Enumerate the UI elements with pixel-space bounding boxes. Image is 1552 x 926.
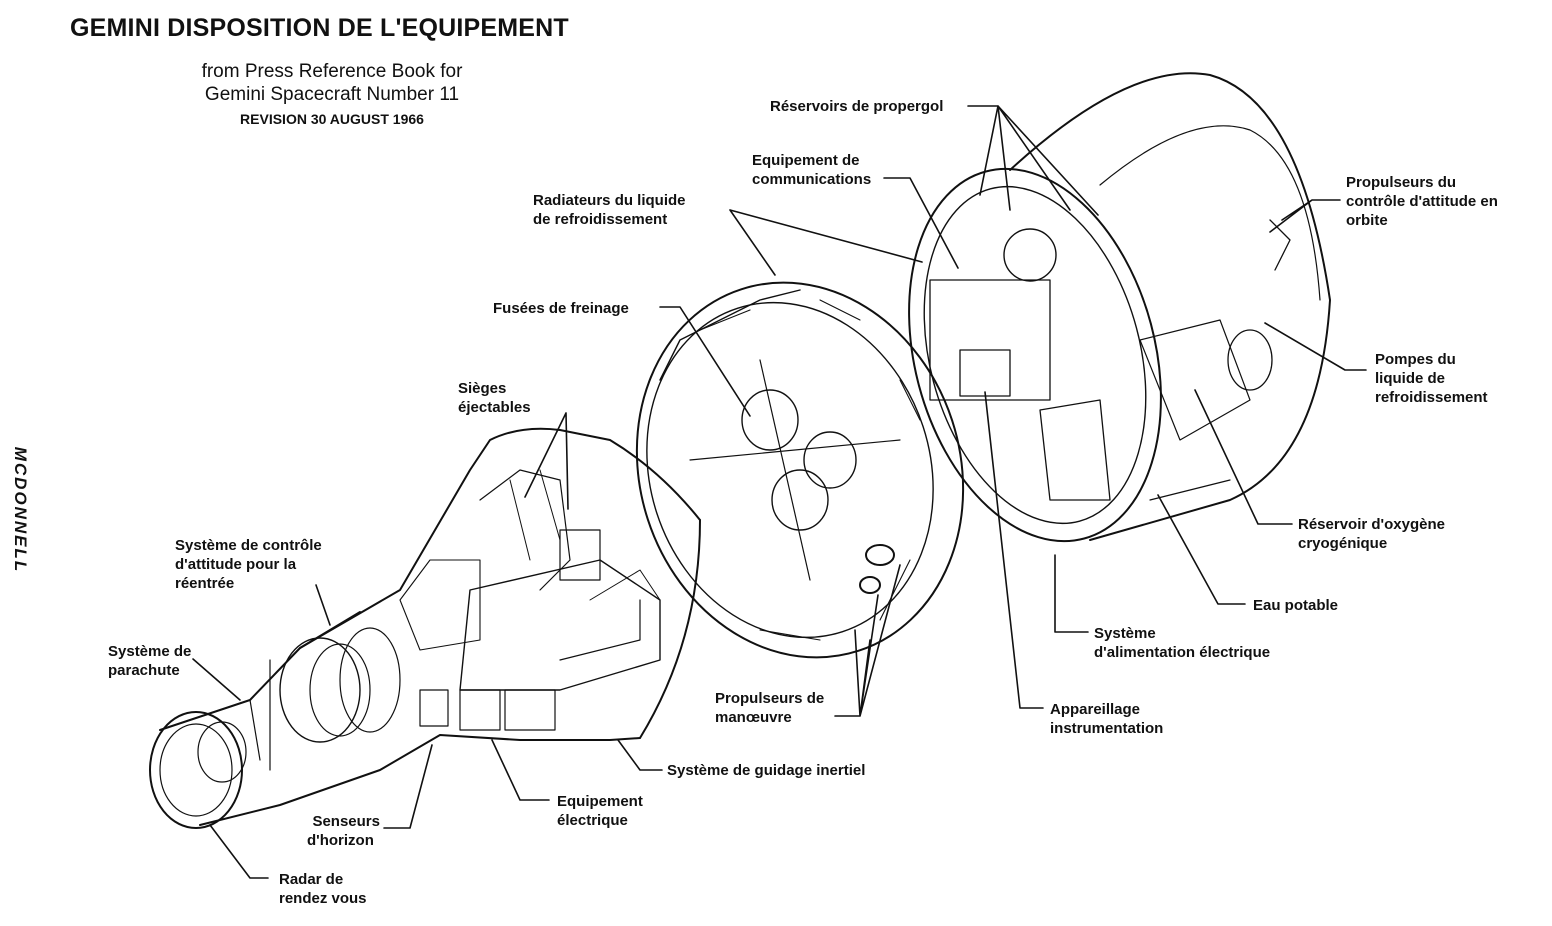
label-radiateurs: Radiateurs du liquide de refroidissement: [533, 191, 686, 229]
label-reservoir-oxygene: Réservoir d'oxygène cryogénique: [1298, 515, 1445, 553]
revision-note: REVISION 30 AUGUST 1966: [240, 111, 424, 127]
label-line: liquide de: [1375, 370, 1446, 387]
subtitle-line-2: Gemini Spacecraft Number 11: [204, 84, 460, 105]
label-propulseurs-manoeuvre: Propulseurs de manœuvre: [715, 689, 824, 727]
page-title: GEMINI DISPOSITION DE L'EQUIPEMENT: [70, 14, 569, 42]
label-reservoirs-propergol: Réservoirs de propergol: [770, 97, 943, 116]
label-radar: Radar de rendez vous: [279, 870, 367, 908]
reentry-module: [149, 427, 701, 829]
label-parachute: Système de parachute: [108, 642, 191, 680]
label-line: d'alimentation électrique: [1094, 644, 1271, 661]
label-line: parachute: [108, 662, 180, 679]
subtitle: from Press Reference Book for Gemini Spa…: [182, 60, 482, 106]
label-line: manœuvre: [715, 709, 792, 726]
label-line: Eau potable: [1253, 597, 1339, 614]
label-sieges-ejectables: Sièges éjectables: [458, 379, 531, 417]
label-line: Radar de: [279, 871, 344, 888]
label-line: rendez vous: [279, 890, 367, 907]
label-line: Appareillage: [1050, 701, 1141, 718]
label-line: Fusées de freinage: [493, 300, 629, 317]
label-line: orbite: [1346, 212, 1388, 229]
subtitle-line-1: from Press Reference Book for: [201, 61, 463, 82]
label-line: Radiateurs du liquide: [533, 192, 686, 209]
label-line: Système de guidage inertiel: [667, 762, 866, 779]
label-propulseurs-orbite: Propulseurs du contrôle d'attitude en or…: [1346, 173, 1498, 230]
label-line: refroidissement: [1375, 389, 1488, 406]
brand-logo-text: MCDONNELL: [11, 446, 30, 574]
leader-lines: [192, 105, 1367, 879]
label-alimentation-electrique: Système d'alimentation électrique: [1094, 624, 1270, 662]
label-line: Système de: [108, 643, 192, 660]
label-guidage-inertiel: Système de guidage inertiel: [667, 761, 865, 780]
label-line: Senseurs: [312, 813, 380, 830]
label-pompes-refroidissement: Pompes du liquide de refroidissement: [1375, 350, 1488, 407]
label-line: d'horizon: [307, 832, 374, 849]
label-line: Système: [1094, 625, 1156, 642]
label-line: contrôle d'attitude en: [1346, 193, 1498, 210]
retrograde-section: [635, 281, 965, 659]
label-appareillage-instrumentation: Appareillage instrumentation: [1050, 700, 1163, 738]
label-senseurs-horizon: Senseurs d'horizon: [307, 812, 380, 850]
label-line: Propulseurs du: [1346, 174, 1457, 191]
label-line: Réservoir d'oxygène: [1298, 516, 1445, 533]
label-eau-potable: Eau potable: [1253, 596, 1338, 615]
label-line: Réservoirs de propergol: [770, 98, 944, 115]
label-line: Pompes du: [1375, 351, 1456, 368]
label-line: éjectables: [458, 399, 531, 416]
label-fusees-freinage: Fusées de freinage: [493, 299, 629, 318]
label-line: d'attitude pour la: [175, 556, 297, 573]
label-line: Equipement de: [752, 152, 860, 169]
label-line: instrumentation: [1050, 720, 1164, 737]
label-controle-reentree: Système de contrôle d'attitude pour la r…: [175, 536, 322, 593]
label-line: réentrée: [175, 575, 235, 592]
label-line: cryogénique: [1298, 535, 1388, 552]
label-line: communications: [752, 171, 872, 188]
label-equipement-electrique: Equipement électrique: [557, 792, 643, 830]
equipment-section: [908, 72, 1331, 543]
label-equipement-communications: Equipement de communications: [752, 151, 871, 189]
label-line: électrique: [557, 812, 628, 829]
label-line: Système de contrôle: [175, 537, 322, 554]
label-line: Propulseurs de: [715, 690, 825, 707]
label-line: de refroidissement: [533, 211, 668, 228]
label-line: Equipement: [557, 793, 643, 810]
label-line: Sièges: [458, 380, 507, 397]
